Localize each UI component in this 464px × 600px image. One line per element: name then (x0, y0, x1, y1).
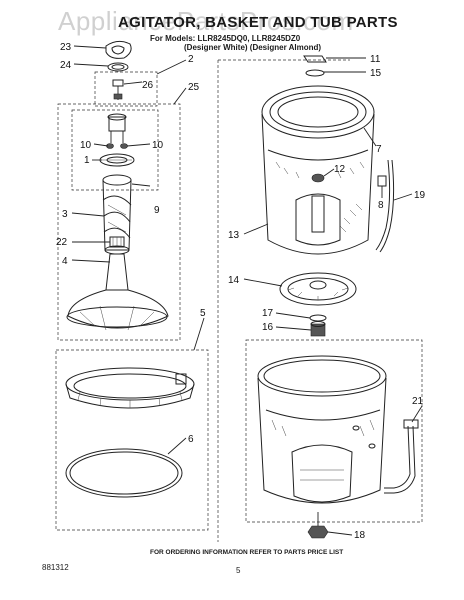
callout-10-right: 10 (152, 140, 164, 151)
group-box-25 (57, 103, 181, 341)
group-box-tub (245, 339, 423, 523)
callout-13: 13 (228, 230, 240, 241)
variants-line: (Designer White) (Designer Almond) (184, 43, 322, 52)
part-10-agitator-dogs (106, 113, 128, 149)
part-24-seal (107, 62, 129, 72)
part-1-cam-ring (99, 153, 135, 167)
callout-12: 12 (334, 164, 346, 175)
part-16-bearing (310, 321, 326, 337)
part-14-basket-hub (279, 272, 357, 306)
part-12-basket-nut (311, 173, 325, 183)
part-5-balance-ring (65, 367, 195, 409)
part-3-auger-barrel (102, 174, 132, 255)
outer-tub (257, 355, 387, 504)
callout-10-left: 10 (80, 140, 92, 151)
part-21-drain-hose (384, 419, 419, 494)
part-4-agitator-base (66, 253, 169, 331)
page-title: AGITATOR, BASKET AND TUB PARTS (118, 14, 398, 31)
part-23-cap (105, 40, 132, 59)
part-8-clamp (377, 175, 387, 187)
callout-6: 6 (188, 434, 194, 445)
part-18-tub-nut (307, 512, 329, 539)
watermark: AppliancePartsPros.com (58, 6, 354, 36)
callout-25: 25 (188, 82, 200, 93)
callout-19: 19 (414, 190, 426, 201)
page-number: 5 (236, 566, 241, 575)
leader-lines (71, 45, 423, 536)
callout-24: 24 (60, 60, 72, 71)
part-7-spin-basket (261, 85, 375, 255)
callout-26: 26 (142, 80, 154, 91)
part-11-clip (303, 55, 327, 77)
callout-3: 3 (62, 209, 68, 220)
callout-14: 14 (228, 275, 240, 286)
callout-7: 7 (376, 144, 382, 155)
part-17-seal (309, 314, 327, 322)
part-6-tub-gasket (65, 448, 183, 498)
group-box-5 (55, 349, 209, 531)
callout-9: 9 (154, 205, 160, 216)
callout-labels: 23 24 2 26 25 10 10 1 9 3 22 4 5 6 11 15… (56, 42, 426, 541)
part-22-bearing (109, 236, 125, 248)
callout-16: 16 (262, 322, 274, 333)
group-box-26 (94, 71, 158, 107)
callout-1: 1 (84, 155, 90, 166)
part-19-hose (375, 159, 395, 253)
callout-15: 15 (370, 68, 382, 79)
group-box-10 (71, 109, 159, 191)
callout-2: 2 (188, 54, 194, 65)
document-number: 881312 (42, 563, 69, 572)
callout-23: 23 (60, 42, 72, 53)
callout-5: 5 (200, 308, 206, 319)
callout-17: 17 (262, 308, 274, 319)
callout-4: 4 (62, 256, 68, 267)
callout-11: 11 (370, 54, 381, 65)
models-line: For Models: LLR8245DQ0, LLR8245DZ0 (150, 34, 301, 43)
ordering-note: FOR ORDERING INFORMATION REFER TO PARTS … (150, 549, 344, 556)
part-26-bolt (112, 79, 124, 100)
callout-21: 21 (412, 396, 424, 407)
callout-8: 8 (378, 200, 384, 211)
callout-22: 22 (56, 237, 68, 248)
callout-18: 18 (354, 530, 366, 541)
